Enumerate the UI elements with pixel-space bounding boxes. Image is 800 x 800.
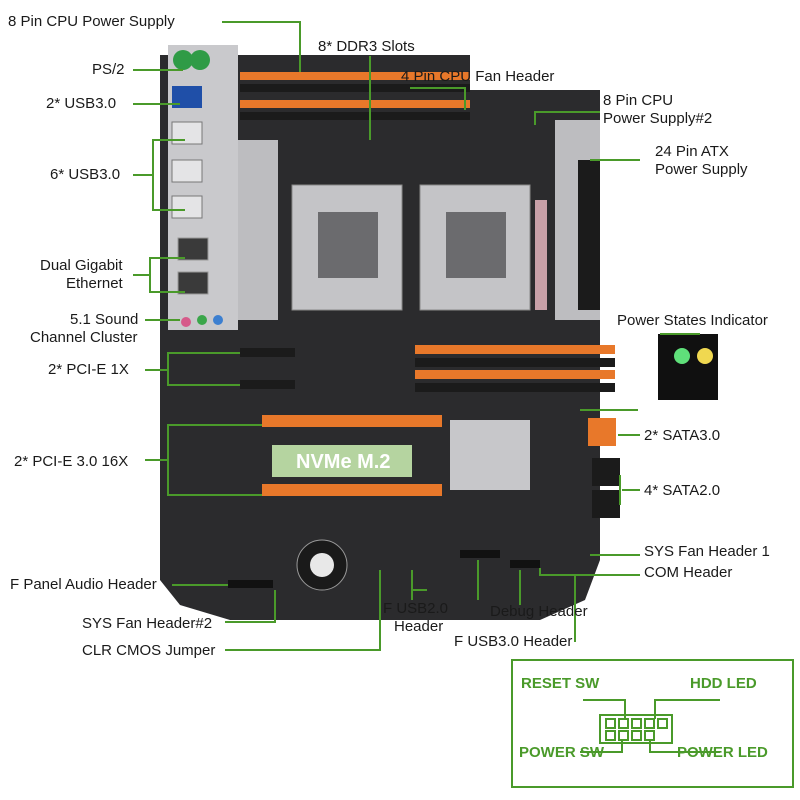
front-panel-power-led: POWER LED bbox=[677, 744, 768, 761]
callout-sound-l2: Channel Cluster bbox=[30, 329, 138, 346]
callout-cpu-power2-l2: Power Supply#2 bbox=[603, 110, 713, 127]
ethernet-port bbox=[177, 237, 209, 261]
callout-sys-fan2: SYS Fan Header#2 bbox=[82, 615, 213, 632]
callout-cpu-fan: 4 Pin CPU Fan Header bbox=[401, 68, 555, 85]
callout-ethernet-l2: Ethernet bbox=[66, 275, 123, 292]
front-panel-hdd-led: HDD LED bbox=[690, 675, 757, 692]
pcie-16x-slot bbox=[262, 415, 442, 427]
chipset-heatsink bbox=[450, 420, 530, 490]
callout-sata2: 4* SATA2.0 bbox=[644, 482, 721, 499]
callout-usb3-6: 6* USB3.0 bbox=[50, 166, 121, 183]
front-panel-reset-sw: RESET SW bbox=[521, 675, 600, 692]
callout-sound-l1: 5.1 Sound bbox=[70, 311, 139, 328]
callout-usb3-2: 2* USB3.0 bbox=[46, 95, 117, 112]
nvme-label: NVMe M.2 bbox=[296, 451, 390, 473]
front-panel-pins bbox=[605, 718, 668, 741]
sata2-port bbox=[592, 458, 620, 486]
usb3-port bbox=[172, 86, 202, 108]
sata3-port bbox=[588, 418, 616, 446]
callout-cpu-power: 8 Pin CPU Power Supply bbox=[8, 13, 175, 30]
callout-debug-header: Debug Header bbox=[490, 603, 588, 620]
callout-clr-cmos: CLR CMOS Jumper bbox=[82, 642, 216, 659]
nvme-m2-slot bbox=[272, 445, 412, 477]
ddr3-slot bbox=[415, 345, 615, 354]
pcie-1x-slot bbox=[240, 348, 295, 357]
atx-connector bbox=[578, 160, 600, 310]
callout-atx-l2: Power Supply bbox=[655, 161, 748, 178]
power-states-indicator bbox=[658, 334, 718, 400]
callout-ps2: PS/2 bbox=[92, 61, 125, 78]
callout-atx-l1: 24 Pin ATX bbox=[655, 143, 729, 160]
callout-ddr3-slots: 8* DDR3 Slots bbox=[318, 38, 415, 55]
callout-pcie-1x: 2* PCI-E 1X bbox=[48, 361, 129, 378]
callout-f-usb2-l1: F USB2.0 bbox=[383, 600, 449, 617]
audio-jack bbox=[181, 317, 191, 327]
callout-f-usb2-l2: Header bbox=[394, 618, 444, 635]
ps2-port bbox=[173, 50, 193, 70]
callout-sata3: 2* SATA3.0 bbox=[644, 427, 721, 444]
callout-f-usb3: F USB3.0 Header bbox=[454, 633, 573, 650]
front-panel-power-sw: POWER SW bbox=[519, 744, 604, 761]
ddr3-slot bbox=[240, 72, 470, 80]
callout-power-states: Power States Indicator bbox=[617, 312, 768, 329]
callout-cpu-power2-l1: 8 Pin CPU bbox=[603, 92, 674, 109]
callout-ethernet-l1: Dual Gigabit bbox=[40, 257, 123, 274]
callout-com-header: COM Header bbox=[644, 564, 733, 581]
callout-f-panel-audio: F Panel Audio Header bbox=[10, 576, 157, 593]
callout-sys-fan1: SYS Fan Header 1 bbox=[644, 543, 770, 560]
callout-pcie-16x: 2* PCI-E 3.0 16X bbox=[14, 453, 129, 470]
heatsink-left bbox=[238, 140, 278, 320]
